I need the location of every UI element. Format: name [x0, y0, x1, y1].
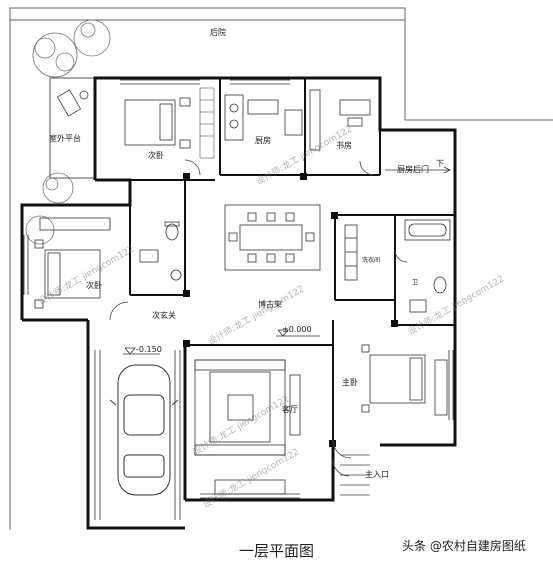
label-main-entrance: 主入口 [365, 469, 389, 479]
label-laundry: 洗衣间 [362, 256, 380, 264]
label-hallway: 次玄关 [152, 310, 176, 320]
label-outdoor-platform: 室外平台 [49, 133, 81, 143]
kitchen-counter-icon [224, 94, 303, 141]
label-bedroom-nw: 次卧 [148, 150, 164, 160]
label-down: 下 [436, 159, 444, 168]
laundry-fixtures-icon [344, 224, 358, 281]
label-elevation-garage: -0.150 [136, 345, 162, 354]
toilet-icon [139, 221, 182, 281]
garage-posts [94, 350, 181, 520]
label-kitchen-back-door: 厨房后门 [397, 164, 429, 174]
structural-columns [183, 173, 398, 447]
dining-table-icon [224, 204, 321, 271]
outdoor-platform [49, 77, 96, 179]
living-room-furniture-icon [194, 359, 301, 495]
room-labels: 后院 室外平台 次卧 厨房 书房 厨房后门 下 次卧 洗衣间 卫 次玄关 博古架… [49, 27, 444, 479]
site-boundary [9, 7, 553, 530]
entry-stairs [340, 454, 370, 496]
plan-caption: 一层平面图 [238, 542, 314, 560]
label-bedroom-w: 次卧 [86, 280, 102, 290]
interior-walls [129, 78, 455, 445]
elevation-marker-icon [123, 329, 320, 355]
label-elevation-main: ±0.000 [282, 325, 312, 334]
watermark: 设计师:龙工 jiengcom122 [206, 283, 307, 348]
bed-icon [361, 344, 448, 416]
label-bathroom: 卫 [412, 279, 418, 286]
label-kitchen: 厨房 [255, 135, 271, 145]
label-display-shelf: 博古架 [258, 299, 282, 309]
label-study: 书房 [336, 140, 352, 150]
car-icon [109, 364, 179, 496]
desk-icon [309, 89, 371, 151]
tree-icon [25, 19, 111, 245]
label-backyard: 后院 [210, 27, 226, 37]
label-master-bedroom: 主卧 [342, 377, 358, 387]
door-swings [109, 159, 408, 477]
label-living-room: 客厅 [282, 404, 298, 414]
arrow-icon [385, 166, 451, 174]
bed-icon [34, 217, 111, 309]
source-credit: 头条 @农村自建房图纸 [402, 539, 526, 553]
wardrobe-icon [199, 87, 215, 159]
lounge-chair-icon [56, 89, 89, 117]
bed-icon [124, 97, 191, 149]
exterior-walls [20, 76, 457, 530]
bathtub-icon [404, 219, 451, 313]
watermark: 设计师:龙工 jiengcom122 [191, 393, 292, 458]
